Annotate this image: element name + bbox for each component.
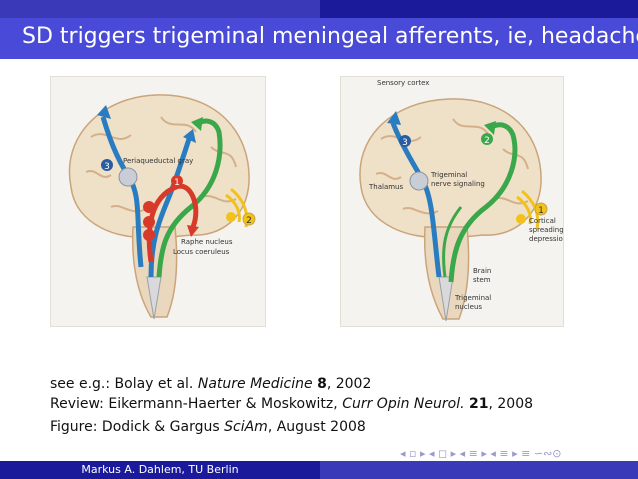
ref1-prefix: see e.g.: Bolay et al. [50, 376, 198, 392]
marker-1: 1 [174, 178, 180, 188]
slide-title: SD triggers trigeminal meningeal afferen… [22, 24, 638, 49]
ref2-volume: 21 [469, 396, 489, 412]
footer-author: Markus A. Dahlem, TU Berlin [81, 463, 239, 476]
top-bar-right [320, 0, 638, 18]
label-locus-coeruleus: Locus coeruleus [173, 248, 230, 256]
right-marker-3: 3 [402, 138, 408, 148]
top-bar-left [0, 0, 320, 18]
ref2-year: , 2008 [488, 396, 534, 412]
label-raphe-nucleus: Raphe nucleus [181, 238, 233, 246]
title-bar [0, 18, 638, 59]
marker-2: 2 [246, 216, 252, 226]
brain-illustration-right: 3 2 1 Sensory cortex Thalamus Trigeminal… [359, 79, 563, 322]
right-marker-1: 1 [538, 206, 544, 216]
ref1-journal: Nature Medicine [197, 376, 313, 392]
label-trigeminal-nucleus-2: nucleus [455, 303, 482, 311]
label-cortical-1: Cortical [529, 217, 556, 225]
label-thalamus: Thalamus [368, 183, 403, 191]
reference-line-3: Figure: Dodick & Gargus SciAm, August 20… [50, 419, 366, 435]
label-brain-stem-1: Brain [473, 267, 491, 275]
label-trigeminal-nucleus-1: Trigeminal [454, 294, 491, 302]
right-marker-2: 2 [484, 136, 490, 146]
label-brain-stem-2: stem [473, 276, 491, 284]
brain-illustration-left: 3 1 2 Periaqueductal gray Raphe nucleus … [68, 94, 256, 320]
ref1-year: , 2002 [326, 376, 372, 392]
ref3-prefix: Figure: Dodick & Gargus [50, 419, 225, 435]
label-cortical-3: depression [529, 235, 563, 243]
ref2-journal: Curr Opin Neurol. [342, 396, 465, 412]
footer-right [320, 461, 638, 479]
ref3-year: , August 2008 [267, 419, 366, 435]
reference-line-2: Review: Eikermann-Haerter & Moskowitz, C… [50, 396, 533, 412]
figure-right-brain: 3 2 1 Sensory cortex Thalamus Trigeminal… [340, 76, 564, 327]
label-sensory-cortex: Sensory cortex [377, 79, 429, 87]
label-cortical-2: spreading [529, 226, 563, 234]
ref2-prefix: Review: Eikermann-Haerter & Moskowitz, [50, 396, 343, 412]
ref3-journal: SciAm [224, 419, 268, 435]
top-bar [0, 0, 638, 18]
marker-3: 3 [104, 162, 110, 172]
label-periaqueductal-gray: Periaqueductal gray [123, 157, 193, 165]
reference-line-1: see e.g.: Bolay et al. Nature Medicine 8… [50, 376, 371, 392]
label-trigeminal-nerve-1: Trigeminal [430, 171, 467, 179]
label-trigeminal-nerve-2: nerve signaling [431, 180, 485, 188]
navigation-symbols[interactable]: ◂ ▫ ▸ ◂ ◻ ▸ ◂ ≡ ▸ ◂ ≡ ▸ ≡ ∽∾⊙ [400, 447, 562, 460]
ref1-volume: 8 [317, 376, 327, 392]
footer-left [0, 461, 320, 479]
figure-left-brain: 3 1 2 Periaqueductal gray Raphe nucleus … [50, 76, 266, 327]
